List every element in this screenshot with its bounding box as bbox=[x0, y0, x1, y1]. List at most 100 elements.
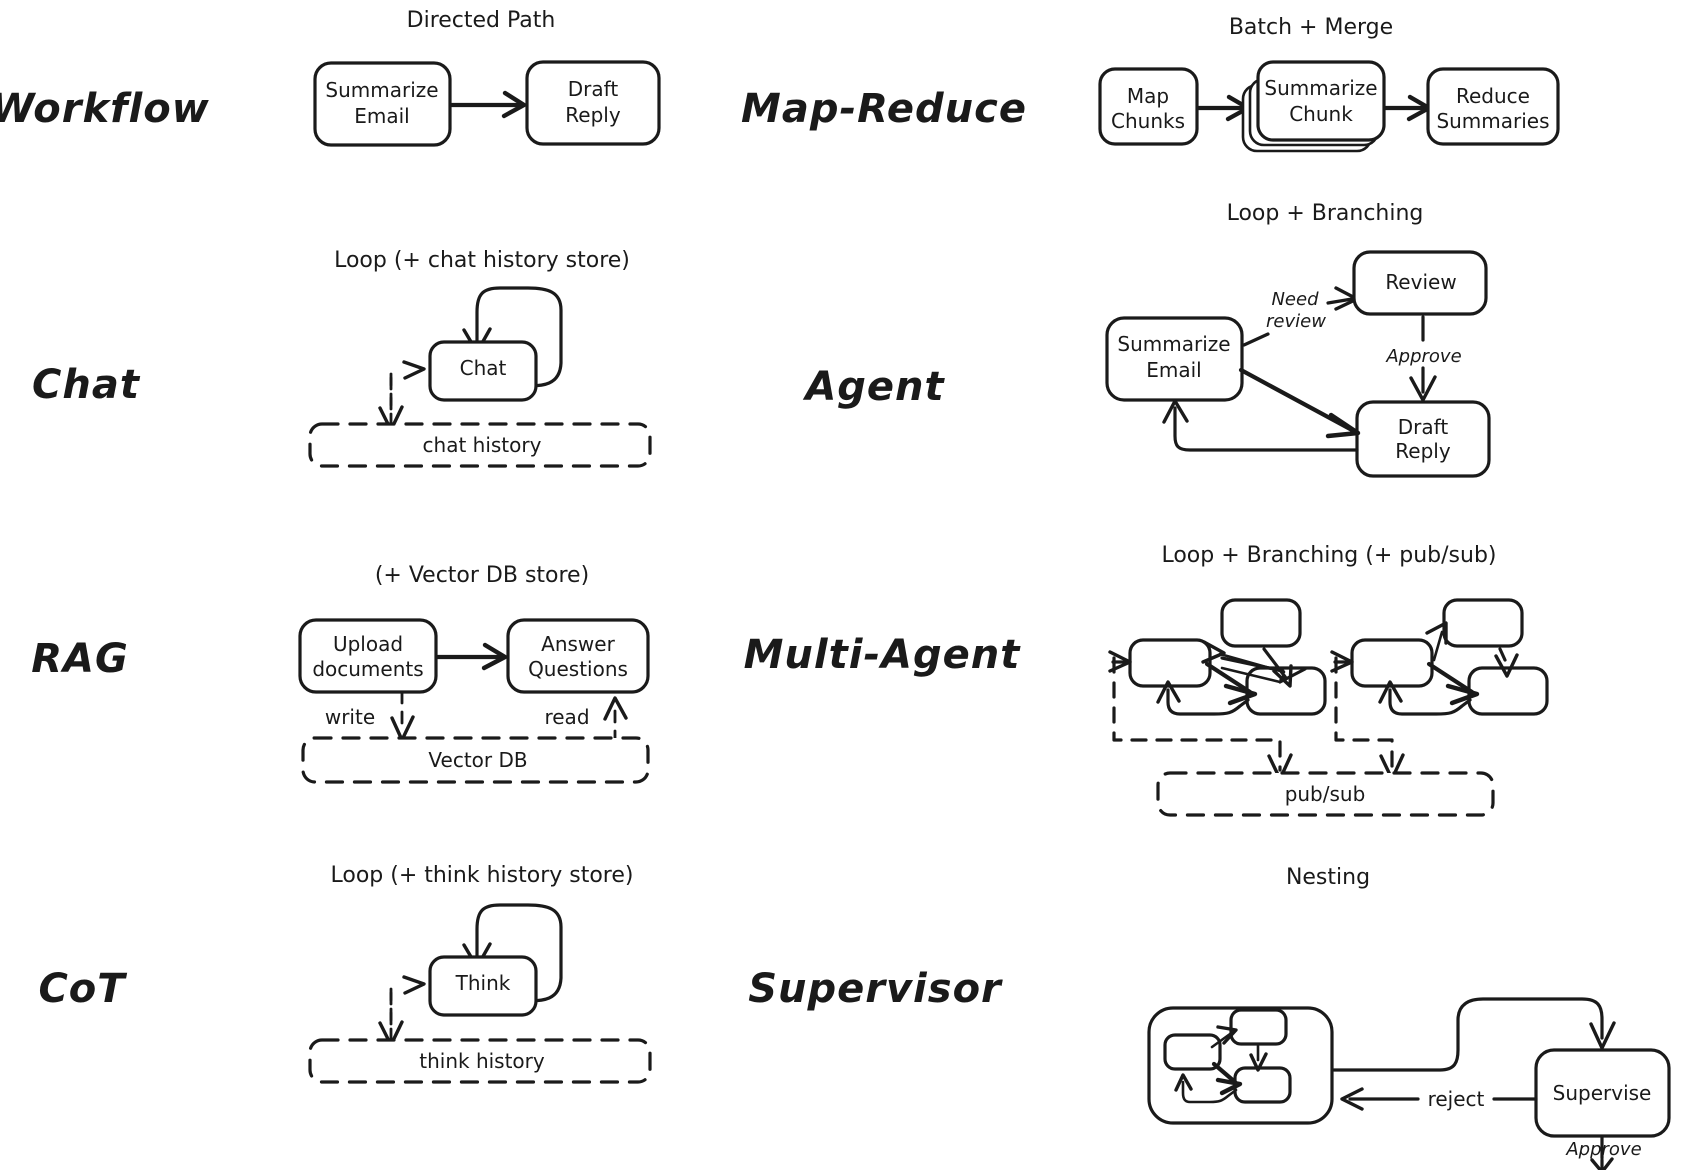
edge-nested-top-to-right bbox=[1249, 1044, 1268, 1072]
row-label-workflow: Workflow bbox=[0, 86, 210, 132]
edge-label-reject: reject bbox=[1428, 1087, 1485, 1111]
nested-node-left bbox=[1163, 1033, 1222, 1071]
row-label-cot: CoT bbox=[38, 966, 127, 1012]
edge-b-arrow-left-to-right bbox=[1426, 661, 1480, 706]
caption-rag: (+ Vector DB store) bbox=[375, 563, 589, 588]
caption-cot: Loop (+ think history store) bbox=[330, 863, 633, 888]
node-label: Think bbox=[455, 971, 511, 995]
store-label: Vector DB bbox=[428, 748, 527, 772]
row-label-agent: Agent bbox=[802, 364, 945, 410]
store-label: pub/sub bbox=[1285, 782, 1366, 806]
node-agent-summarize-email: Summarize Email bbox=[1105, 316, 1244, 402]
node-label: Review bbox=[1385, 270, 1456, 294]
caption-map-reduce: Batch + Merge bbox=[1229, 15, 1393, 40]
edge-draft-back-to-summarize bbox=[1162, 399, 1359, 452]
edge-a-arrow-right-back-left bbox=[1156, 680, 1250, 716]
stack-layer-front bbox=[1256, 60, 1386, 142]
node-review: Review bbox=[1352, 250, 1488, 316]
node-line-1: Summarize bbox=[325, 78, 438, 102]
node-line-2: Chunk bbox=[1289, 102, 1353, 126]
node-reduce-summaries: Reduce Summaries bbox=[1426, 67, 1560, 146]
node-line-1: Upload bbox=[333, 632, 403, 656]
cluster-node-left bbox=[1128, 638, 1212, 688]
node-label: Chat bbox=[460, 356, 507, 380]
node-map-chunks: Map Chunks bbox=[1098, 67, 1199, 146]
node-line-2: Chunks bbox=[1111, 109, 1185, 133]
agent-cluster-b bbox=[1330, 598, 1549, 781]
pattern-chat: Chat Loop (+ chat history store) Chat ch… bbox=[32, 248, 652, 468]
edge-b-arrow-left-to-top bbox=[1425, 621, 1448, 662]
edge-summarize-to-draft bbox=[449, 90, 527, 119]
node-think: Think bbox=[428, 955, 538, 1017]
pattern-map-reduce: Map-Reduce Batch + Merge Map Chunks Summ… bbox=[741, 15, 1560, 153]
node-line-2: Summaries bbox=[1436, 109, 1549, 133]
pattern-rag: RAG (+ Vector DB store) Upload documents… bbox=[31, 563, 650, 784]
node-line-1: Map bbox=[1127, 84, 1169, 108]
row-label-rag: RAG bbox=[31, 636, 129, 682]
edge-label-review: review bbox=[1266, 311, 1326, 332]
pattern-multi-agent: Multi-Agent Loop + Branching (+ pub/sub) bbox=[744, 543, 1549, 817]
row-label-supervisor: Supervisor bbox=[748, 966, 1003, 1012]
edge-label-write: write bbox=[325, 705, 375, 729]
cluster-node-left bbox=[1350, 638, 1434, 688]
node-upload-documents: Upload documents bbox=[298, 618, 438, 694]
pattern-supervisor: Supervisor Nesting bbox=[748, 865, 1671, 1160]
node-summarize-email: Summarize Email bbox=[313, 61, 452, 147]
supervisor-approve-label-group: Approve bbox=[1565, 1139, 1642, 1170]
caption-workflow: Directed Path bbox=[407, 8, 556, 33]
edge-upload-to-answer bbox=[435, 642, 508, 671]
node-label: Supervise bbox=[1553, 1081, 1652, 1105]
row-label-chat: Chat bbox=[32, 362, 141, 408]
node-line-1: Summarize bbox=[1264, 76, 1377, 100]
pattern-workflow: Workflow Directed Path Summarize Email D… bbox=[0, 8, 661, 147]
edge-nested-right-back-left bbox=[1174, 1073, 1238, 1104]
edge-read-from-vector-db: read bbox=[544, 696, 628, 744]
edge-b-arrow-top-to-right bbox=[1494, 647, 1519, 678]
edge-reject: reject bbox=[1340, 1087, 1538, 1111]
cluster-node-top bbox=[1442, 598, 1524, 648]
cluster-node-right bbox=[1245, 666, 1327, 716]
store-pub-sub: pub/sub bbox=[1156, 771, 1495, 817]
caption-multi-agent: Loop + Branching (+ pub/sub) bbox=[1161, 543, 1496, 568]
cluster-node-top bbox=[1220, 598, 1302, 648]
node-chat: Chat bbox=[428, 340, 538, 402]
node-draft-reply: Draft Reply bbox=[525, 60, 661, 146]
node-summarize-chunk-stack: Summarize Chunk bbox=[1241, 60, 1386, 153]
node-line-2: Reply bbox=[565, 103, 621, 127]
node-line-1: Summarize bbox=[1117, 332, 1230, 356]
edge-label-approve: Approve bbox=[1565, 1139, 1641, 1160]
edge-label-approve: Approve bbox=[1385, 346, 1461, 367]
node-line-1: Draft bbox=[1398, 415, 1449, 439]
edge-write-to-vector-db: write bbox=[325, 690, 415, 742]
edge-group-to-supervise bbox=[1332, 997, 1616, 1072]
edge-label-need: Need bbox=[1271, 289, 1319, 310]
node-line-1: Draft bbox=[568, 77, 619, 101]
caption-agent: Loop + Branching bbox=[1227, 201, 1424, 226]
node-line-2: Email bbox=[1146, 358, 1202, 382]
edge-approve: Approve bbox=[1385, 315, 1462, 402]
node-line-2: Reply bbox=[1395, 439, 1451, 463]
row-label-multi-agent: Multi-Agent bbox=[744, 632, 1022, 678]
edge-a-arrow-left-to-top bbox=[1201, 640, 1286, 682]
pattern-agent: Agent Loop + Branching Summarize Email N… bbox=[802, 201, 1491, 478]
node-agent-draft-reply: Draft Reply bbox=[1355, 400, 1491, 478]
edge-nested-left-to-right bbox=[1211, 1061, 1243, 1096]
pattern-cot: CoT Loop (+ think history store) Think t… bbox=[38, 863, 652, 1084]
node-line-2: Email bbox=[354, 104, 410, 128]
caption-supervisor: Nesting bbox=[1286, 865, 1370, 890]
edge-summarize-to-draft-direct bbox=[1238, 367, 1361, 439]
node-line-2: Questions bbox=[528, 657, 628, 681]
store-chat-history: chat history bbox=[308, 422, 652, 468]
edge-a-arrow-left-to-right bbox=[1204, 661, 1258, 706]
store-think-history: think history bbox=[308, 1038, 652, 1084]
edge-nested-left-to-top bbox=[1210, 1025, 1238, 1049]
store-label: chat history bbox=[423, 433, 542, 457]
edge-label-read: read bbox=[544, 705, 589, 729]
edge-a-arrow-top-to-right bbox=[1262, 647, 1293, 688]
nested-node-right bbox=[1233, 1066, 1292, 1104]
node-line-1: Answer bbox=[541, 632, 615, 656]
agent-cluster-a bbox=[1108, 598, 1327, 781]
store-label: think history bbox=[419, 1049, 545, 1073]
